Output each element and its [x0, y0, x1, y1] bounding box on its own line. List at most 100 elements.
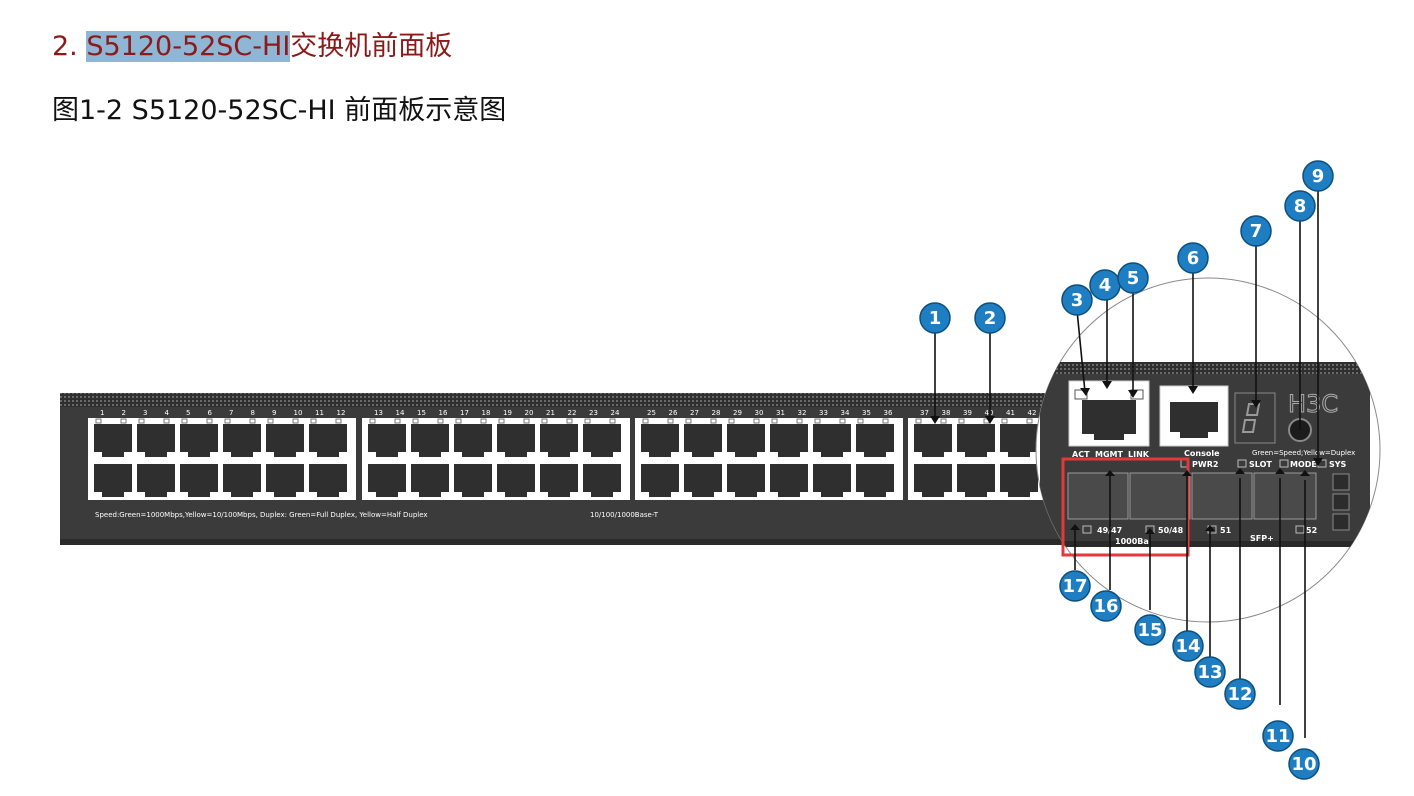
rj45-port: [684, 464, 722, 497]
callout-circle: [1134, 614, 1166, 646]
callout-number: 3: [1071, 290, 1084, 311]
rj45-port: [727, 424, 765, 457]
rj45-port: [957, 424, 995, 457]
port-number: 21: [546, 409, 555, 417]
port-number: 19: [503, 409, 512, 417]
port-led: [206, 418, 213, 424]
console-label: Console: [1184, 449, 1220, 458]
callout-number: 2: [984, 308, 997, 329]
mode-label: MODE: [1290, 460, 1317, 469]
port-number: 31: [776, 409, 785, 417]
rj45-port-groups: [88, 418, 1048, 500]
port-led: [685, 418, 692, 424]
port-number: 39: [963, 409, 972, 417]
port-number: 10: [294, 409, 303, 417]
sfp-port: [1191, 472, 1253, 520]
port-led: [753, 418, 760, 424]
port-number: 27: [690, 409, 699, 417]
port-number: 24: [611, 409, 620, 417]
sfp-label-52: 52: [1306, 526, 1317, 535]
port-number: 6: [208, 409, 213, 417]
callout-number: 12: [1227, 684, 1252, 705]
callout-marker: 14: [1172, 630, 1204, 662]
port-number: 38: [942, 409, 951, 417]
sfp-label-1000: 1000Ba: [1115, 537, 1149, 546]
callout-circle: [1172, 630, 1204, 662]
port-led: [480, 418, 487, 424]
port-number: 7: [229, 409, 233, 417]
rj45-port: [641, 464, 679, 497]
port-number: 13: [374, 409, 383, 417]
rj45-port: [180, 424, 218, 457]
rj45-port: [137, 424, 175, 457]
port-led: [455, 418, 462, 424]
port-number: 35: [862, 409, 871, 417]
panel-legend-left: Speed:Green=1000Mbps,Yellow=10/100Mbps, …: [95, 511, 428, 519]
rj45-port: [180, 464, 218, 497]
mgmt-act-label: ACT: [1072, 450, 1090, 459]
rj45-port: [727, 464, 765, 497]
rj45-port: [540, 424, 578, 457]
port-led: [566, 418, 573, 424]
port-number: 23: [589, 409, 598, 417]
callout-circle: [1284, 190, 1316, 222]
callout-arrowheads: [930, 381, 1323, 534]
port-number: 12: [337, 409, 346, 417]
rj45-port: [914, 424, 952, 457]
callout-marker: 12: [1224, 678, 1256, 710]
rj45-port: [1000, 464, 1038, 497]
rj45-port: [770, 464, 808, 497]
port-led: [310, 418, 317, 424]
port-number: 28: [712, 409, 721, 417]
callout-circle: [1224, 678, 1256, 710]
port-led: [412, 418, 419, 424]
port-led: [523, 418, 530, 424]
port-number: 40: [985, 409, 994, 417]
port-led: [814, 418, 821, 424]
rj45-port: [309, 464, 347, 497]
port-number: 42: [1028, 409, 1037, 417]
port-number: 25: [647, 409, 656, 417]
port-led: [642, 418, 649, 424]
callout-circle: [1059, 570, 1091, 602]
port-number: 29: [733, 409, 742, 417]
callout-number: 11: [1265, 726, 1290, 747]
port-led: [163, 418, 170, 424]
port-led: [710, 418, 717, 424]
callout-circle: [974, 302, 1006, 334]
rj45-port: [856, 464, 894, 497]
port-led: [437, 418, 444, 424]
port-led: [1001, 418, 1008, 424]
sfp-label-50: 50/48: [1158, 526, 1184, 535]
rj45-port: [309, 424, 347, 457]
slot-label: SLOT: [1249, 460, 1272, 469]
port-number: 9: [272, 409, 276, 417]
callout-marker: 6: [1177, 242, 1209, 274]
sfp-plus-label: SFP+: [1250, 534, 1274, 543]
rj45-port: [454, 424, 492, 457]
port-led: [857, 418, 864, 424]
callout-circle: [1061, 284, 1093, 316]
port-number: 14: [396, 409, 405, 417]
rj45-port: [368, 424, 406, 457]
callout-marker: 10: [1288, 748, 1320, 780]
port-number: 5: [186, 409, 190, 417]
rj45-port: [223, 424, 261, 457]
rj45-port: [368, 464, 406, 497]
port-number: 41: [1006, 409, 1015, 417]
callout-circle: [1177, 242, 1209, 274]
port-number: 32: [798, 409, 807, 417]
callout-circle: [1090, 590, 1122, 622]
port-led: [728, 418, 735, 424]
callout-marker: 11: [1262, 720, 1294, 752]
port-number: 30: [755, 409, 764, 417]
callout-number: 10: [1291, 754, 1316, 775]
callout-number: 16: [1093, 596, 1118, 617]
callout-circle: [1262, 720, 1294, 752]
callout-marker: 16: [1090, 590, 1122, 622]
callout-number: 1: [929, 308, 942, 329]
zoom-circle: ACT MGMT LINK Console PWR2 SLOT H3C Gree…: [1035, 277, 1381, 623]
port-led: [95, 418, 102, 424]
mode-legend: Green=Speed;Yellow=Duplex: [1252, 449, 1355, 457]
